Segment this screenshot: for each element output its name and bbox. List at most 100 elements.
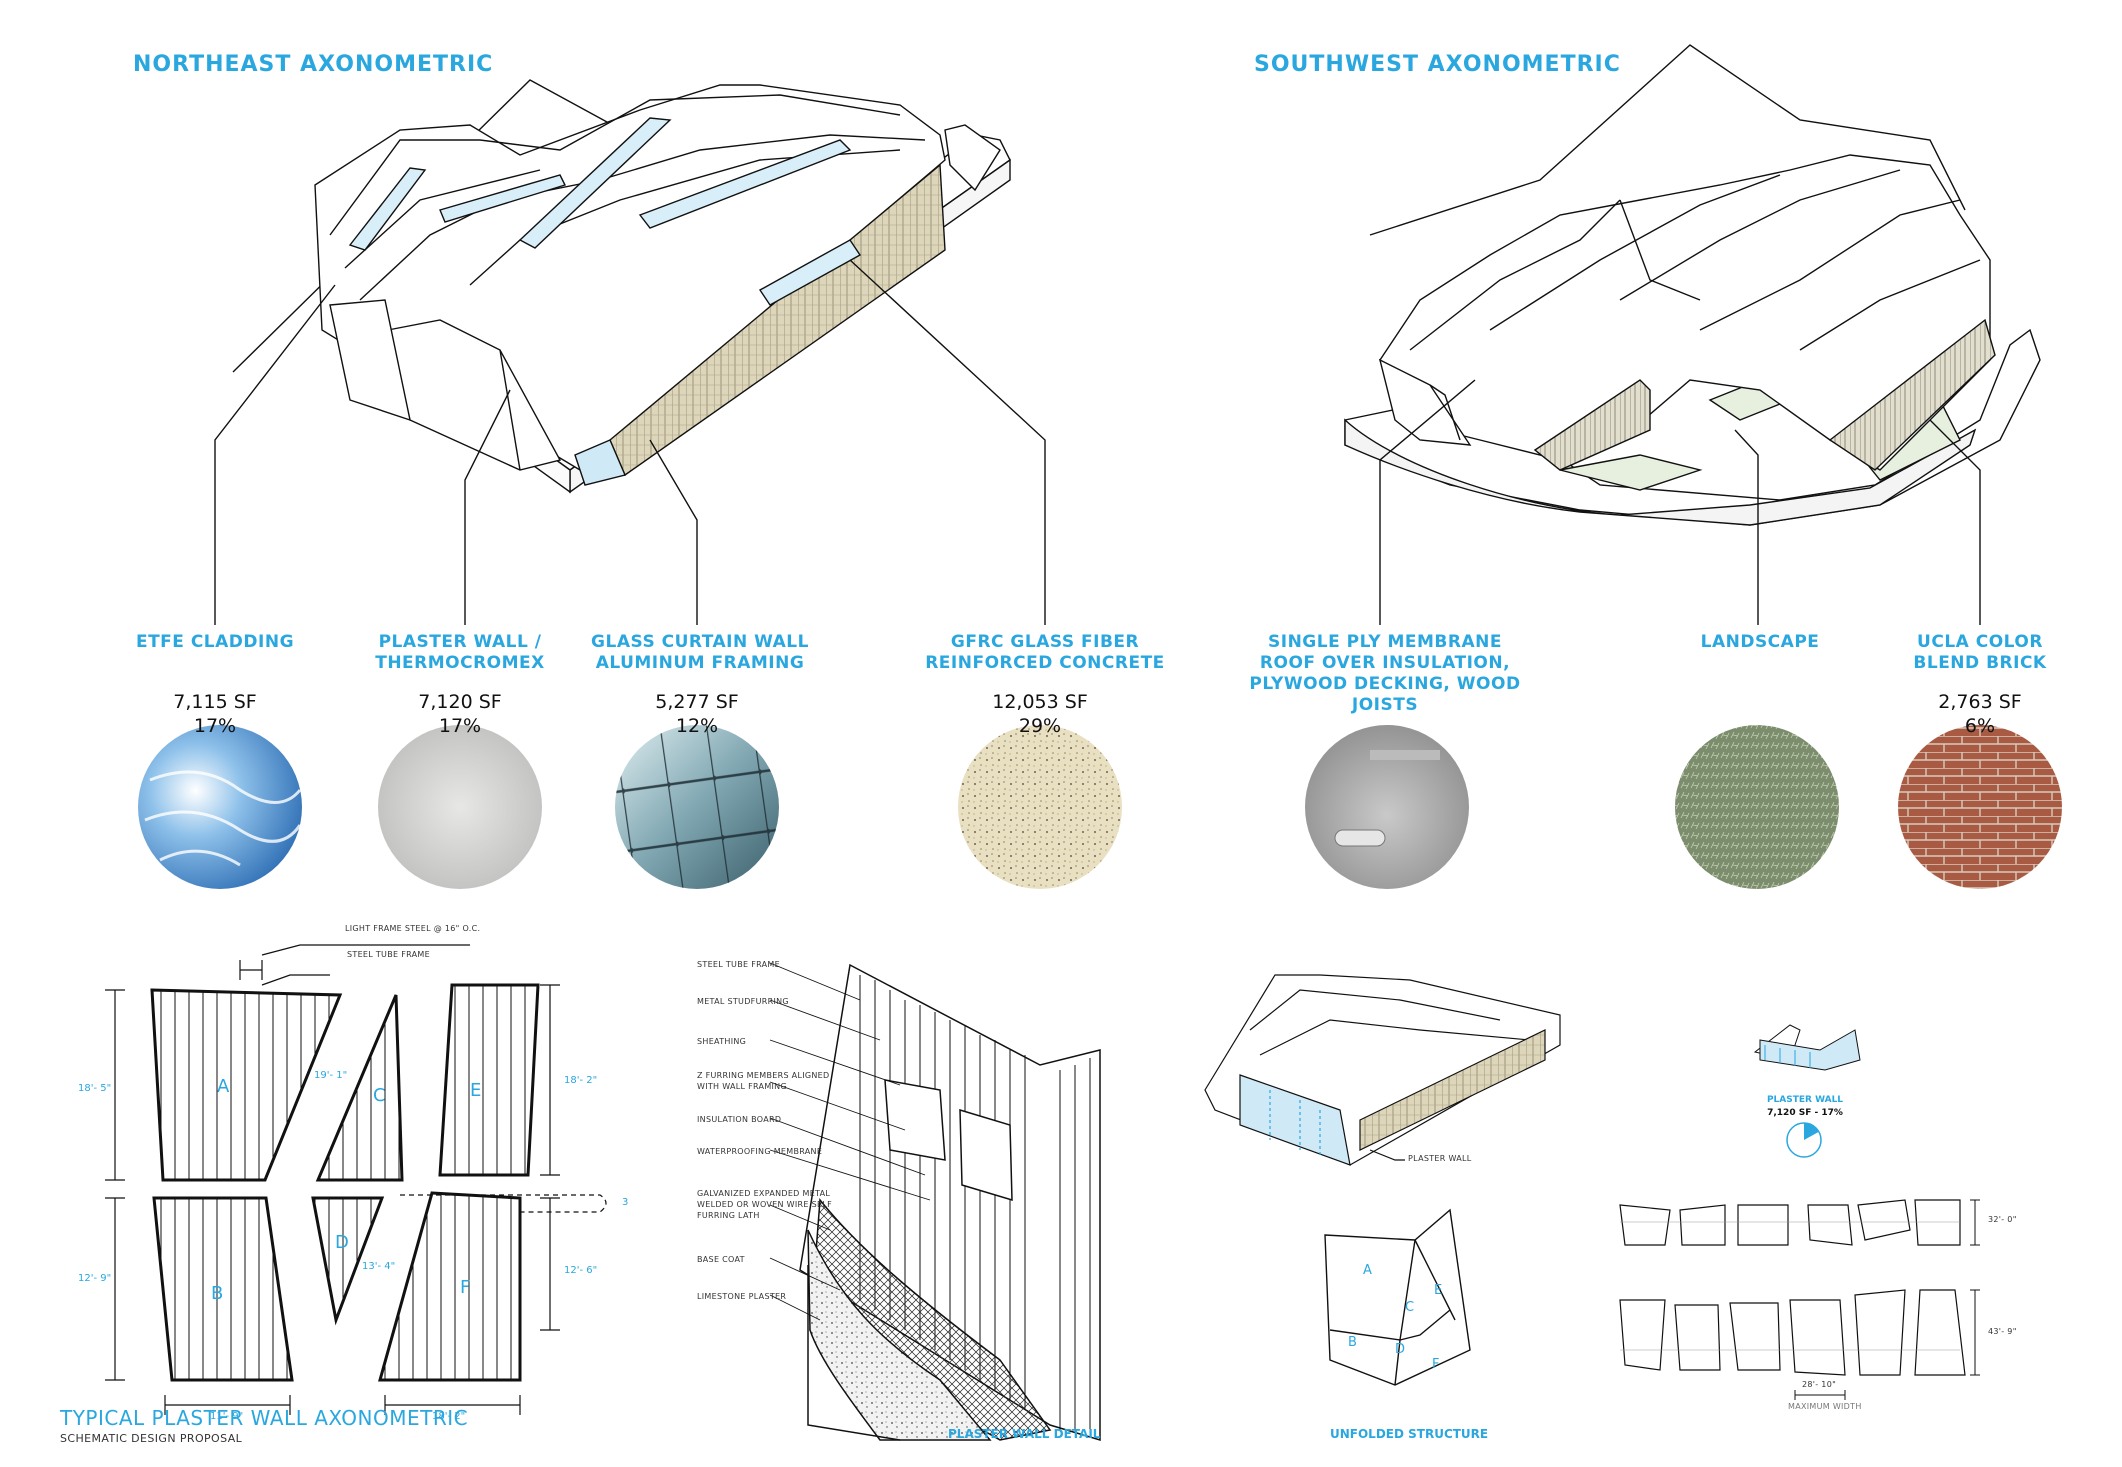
panel-letter-c: C [373,1085,386,1106]
unfolded-letter-a: A [1363,1263,1372,1278]
unfolded-caption: UNFOLDED STRUCTURE [1330,1427,1489,1441]
panel-letter-f: F [460,1277,471,1298]
panel-letter-e: E [470,1080,482,1101]
key-plan-icon [1753,1024,1861,1071]
light-frame-note: LIGHT FRAME STEEL @ 16" O.C. [345,924,481,933]
dim-d-diagonal: 13'- 4" [362,1261,396,1272]
unfolded-structure [1324,1208,1471,1386]
southwest-building [1344,44,2041,526]
steel-tube-note: STEEL TUBE FRAME [347,950,430,959]
layer-waterproofing: WATERPROOFING MEMBRANE [697,1147,823,1156]
label-line: LANDSCAPE [1700,632,1820,652]
layer-line: WELDED OR WOVEN WIRE SELF [697,1200,832,1209]
material-etfe-stat: 7,115 SF 17% [130,690,300,738]
side-mark: 3 [622,1197,629,1208]
swatches [138,725,2062,889]
label-line: PLYWOOD DECKING, WOOD JOISTS [1249,674,1521,715]
unfolded-letter-b: B [1348,1335,1357,1350]
label-line: PLASTER WALL / [378,632,542,652]
key-plan-title: PLASTER WALL [1766,1095,1844,1105]
panel-letter-a: A [217,1076,230,1097]
layer-metal-lath: GALVANIZED EXPANDED METAL WELDED OR WOVE… [697,1188,832,1221]
label-line: ROOF OVER INSULATION, [1259,653,1511,673]
label-line: THERMOCROMEX [375,653,545,673]
layer-insulation: INSULATION BOARD [697,1115,782,1124]
unfolded-panel-dims [1620,1199,1980,1400]
unfolded-dim-bottom: 43'- 9" [1988,1327,2017,1336]
landscape-swatch [1675,725,1839,889]
dim-f-width: 18'- 2" [432,1411,466,1422]
label-line: UCLA COLOR [1917,632,2043,652]
pct-value: 29% [1018,715,1062,737]
label-line: ETFE CLADDING [135,632,295,652]
layer-line: FURRING LATH [697,1211,760,1220]
layer-line: WITH WALL FRAMING [697,1082,787,1091]
material-gfrc-stat: 12,053 SF 29% [955,690,1125,738]
layer-metal-stud: METAL STUDFURRING [697,997,789,1006]
unfolded-dim-width: 28'- 10" [1802,1380,1837,1389]
unfolded-letter-e: E [1434,1283,1443,1298]
northeast-building [232,79,1011,494]
small-axo [1204,974,1561,1166]
label-line: SINGLE PLY MEMBRANE [1268,632,1502,652]
panel-dimension-lines [105,944,607,1415]
layer-z-furring: Z FURRING MEMBERS ALIGNED WITH WALL FRAM… [697,1070,829,1092]
material-gfrc-label: GFRC GLASS FIBER REINFORCED CONCRETE [900,632,1190,674]
unfolded-panels [1619,1199,1966,1376]
plaster-swatch [378,725,542,889]
layer-line: GALVANIZED EXPANDED METAL [697,1189,831,1198]
area-value: 7,120 SF [418,691,502,713]
dim-a-height: 18'- 5" [78,1083,112,1094]
area-value: 2,763 SF [1938,691,2022,713]
layer-line: Z FURRING MEMBERS ALIGNED [697,1071,830,1080]
label-line: BLEND BRICK [1913,653,2047,673]
material-brick-label: UCLA COLOR BLEND BRICK [1880,632,2080,674]
gfrc-swatch [958,725,1122,889]
detail-leaders [769,962,931,1321]
pct-value: 12% [675,715,719,737]
area-value: 7,115 SF [173,691,257,713]
label-line: GFRC GLASS FIBER [950,632,1140,652]
label-line: ALUMINUM FRAMING [595,653,805,673]
material-landscape-label: LANDSCAPE [1660,632,1860,653]
material-plaster-stat: 7,120 SF 17% [375,690,545,738]
layer-steel-tube: STEEL TUBE FRAME [697,960,780,969]
plaster-detail-drawing [799,963,1101,1442]
area-value: 12,053 SF [992,691,1088,713]
layer-limestone: LIMESTONE PLASTER [697,1292,787,1301]
material-etfe-label: ETFE CLADDING [95,632,335,653]
unfolded-letter-d: D [1395,1342,1406,1357]
pct-value: 6% [1964,715,1996,737]
northeast-leaders [214,259,1046,625]
pct-value: 17% [438,715,482,737]
schematic-subtitle: SCHEMATIC DESIGN PROPOSAL [60,1432,243,1445]
northeast-title: NORTHEAST AXONOMETRIC [133,52,494,77]
southwest-leaders [1379,379,1981,625]
material-plaster-label: PLASTER WALL / THERMOCROMEX [340,632,580,674]
pct-value: 17% [193,715,237,737]
layer-base-coat: BASE COAT [697,1255,745,1264]
dim-b-height: 12'- 9" [78,1273,112,1284]
dim-e-height: 18'- 2" [564,1075,598,1086]
southwest-title: SOUTHWEST AXONOMETRIC [1254,52,1621,77]
dim-f-height: 12'- 6" [564,1265,598,1276]
brick-swatch [1898,725,2062,889]
material-brick-stat: 2,763 SF 6% [1895,690,2065,738]
unfolded-dim-top: 32'- 0" [1988,1215,2017,1224]
unfolded-letter-f: F [1432,1357,1440,1372]
label-line: REINFORCED CONCRETE [925,653,1165,673]
material-roof-label: SINGLE PLY MEMBRANE ROOF OVER INSULATION… [1225,632,1545,716]
label-line: GLASS CURTAIN WALL [591,632,809,652]
unfolded-letter-c: C [1405,1300,1415,1315]
dim-b-width: 11'- 9" [210,1411,244,1422]
material-glass-stat: 5,277 SF 12% [612,690,782,738]
etfe-swatch [138,725,302,889]
small-axo-label: PLASTER WALL [1408,1154,1472,1163]
dim-c-diagonal: 19'- 1" [314,1070,348,1081]
panel-letter-d: D [335,1232,349,1253]
roof-swatch [1305,725,1469,889]
area-value: 5,277 SF [655,691,739,713]
layer-sheathing: SHEATHING [697,1037,747,1046]
plaster-detail-caption: PLASTER WALL DETAIL [948,1427,1101,1441]
